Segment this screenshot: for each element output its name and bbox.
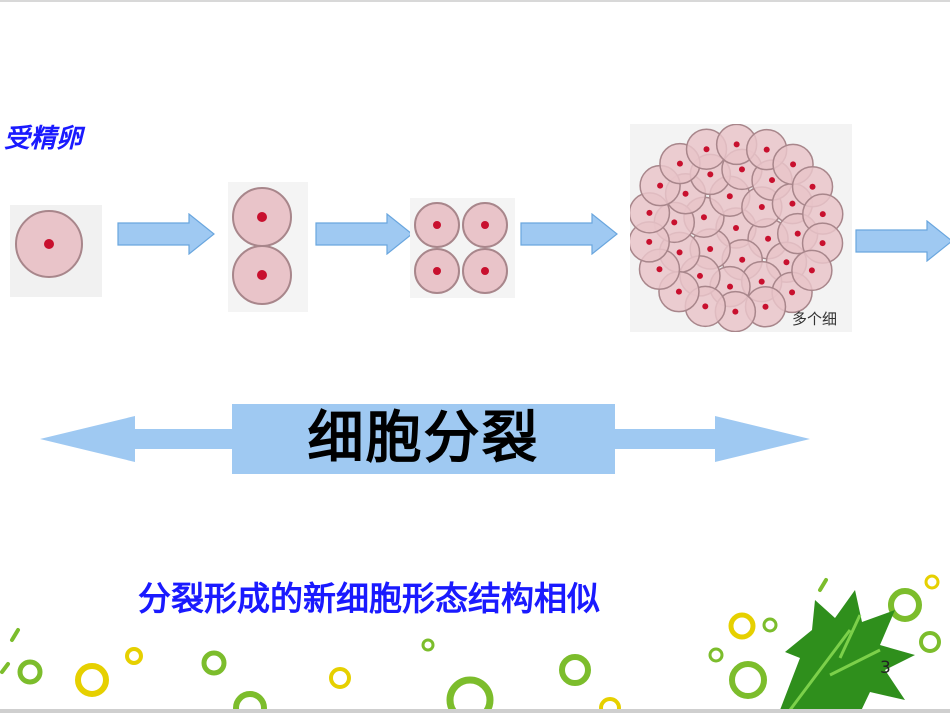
page-number: 3: [880, 658, 891, 678]
nucleus: [733, 225, 739, 231]
nucleus: [671, 219, 678, 226]
cell-division-banner: 细胞分裂: [232, 404, 615, 474]
nucleus: [790, 161, 797, 168]
nucleus: [257, 212, 267, 222]
nucleus: [657, 182, 664, 189]
nucleus: [789, 200, 796, 207]
nucleus: [758, 204, 765, 211]
multi-cell-caption: 多个细: [792, 310, 838, 328]
zygote-label: 受精卵: [4, 124, 83, 154]
nucleus: [758, 278, 765, 285]
nucleus: [682, 190, 689, 197]
nucleus: [819, 211, 826, 218]
nucleus: [809, 183, 816, 190]
nucleus: [783, 259, 790, 266]
nucleus: [707, 171, 714, 178]
nucleus: [769, 177, 776, 184]
nucleus: [765, 235, 772, 242]
conclusion-text: 分裂形成的新细胞形态结构相似: [138, 579, 600, 618]
nucleus: [794, 230, 801, 237]
stage-two-cells: [228, 182, 308, 312]
nucleus: [676, 160, 683, 167]
nucleus: [656, 266, 663, 273]
nucleus: [702, 303, 709, 310]
nucleus: [44, 239, 54, 249]
nucleus: [700, 214, 707, 221]
arrow-right-1: [117, 212, 215, 259]
nucleus: [732, 308, 739, 315]
stage-one-cell: [10, 205, 102, 297]
arrow-right-4: [855, 219, 950, 266]
top-border: [0, 0, 950, 2]
nucleus: [733, 141, 740, 148]
stage-four-cells: [410, 198, 515, 298]
banner-title: 细胞分裂: [307, 406, 540, 471]
nucleus: [696, 272, 703, 279]
nucleus: [727, 283, 734, 290]
nucleus: [707, 245, 714, 252]
arrow-right-2: [315, 212, 413, 259]
nucleus: [646, 209, 653, 216]
stage-many-cells: [630, 124, 852, 332]
nucleus: [739, 256, 746, 263]
arrow-right-3: [520, 212, 618, 259]
nucleus: [763, 146, 770, 153]
nucleus: [808, 267, 815, 274]
leaf-icon: [780, 590, 915, 713]
bottom-border: [0, 709, 950, 713]
dash-icon: [0, 578, 828, 674]
nucleus: [257, 270, 267, 280]
nucleus: [676, 249, 683, 256]
nucleus: [726, 193, 733, 200]
nucleus: [738, 166, 745, 173]
nucleus: [703, 146, 710, 153]
nucleus: [675, 288, 682, 295]
nucleus: [646, 238, 653, 245]
nucleus: [789, 289, 796, 296]
nucleus: [762, 303, 769, 310]
nucleus: [819, 240, 826, 247]
decoration: [0, 560, 950, 713]
